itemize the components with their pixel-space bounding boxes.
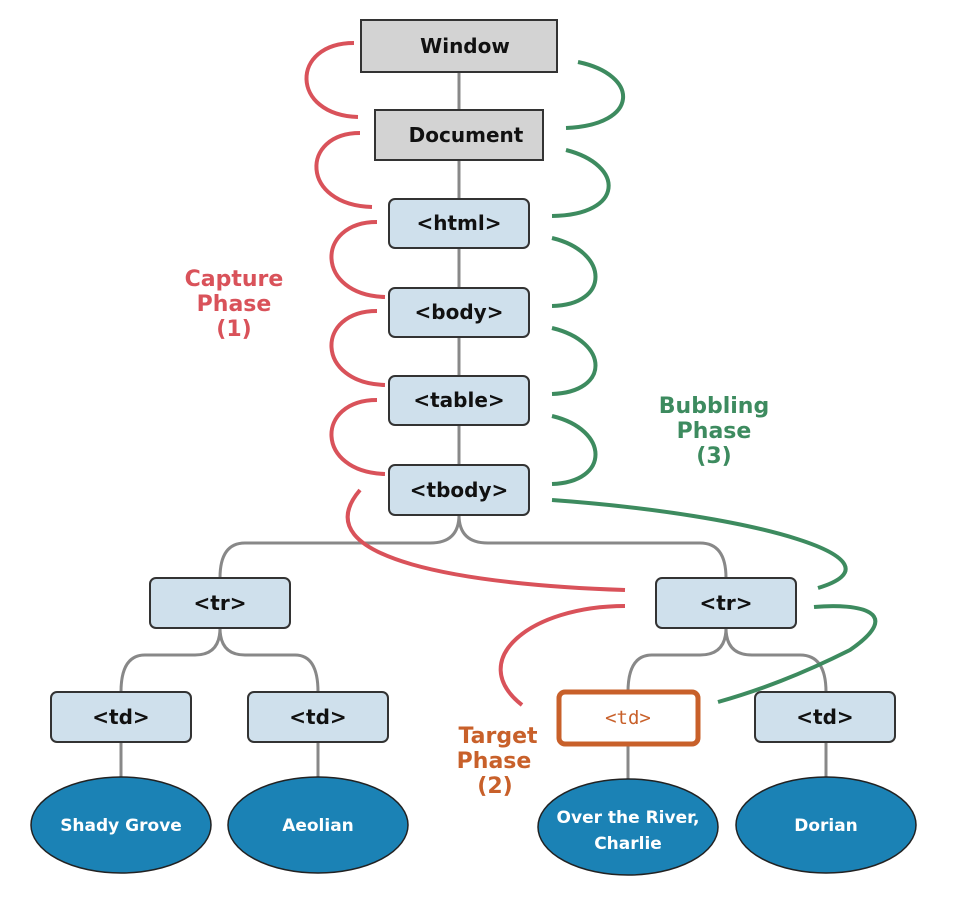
node-label: <table> xyxy=(413,388,504,412)
svg-text:Phase: Phase xyxy=(457,749,532,774)
node-td-1: <td> xyxy=(50,691,192,743)
node-label: <tr> xyxy=(700,591,753,615)
node-label: Document xyxy=(409,123,524,147)
node-document: Document xyxy=(374,109,544,161)
node-html: <html> xyxy=(388,198,530,249)
node-body: <body> xyxy=(388,287,530,338)
svg-text:Phase: Phase xyxy=(197,292,272,317)
leaf-label: Shady Grove xyxy=(60,816,182,836)
svg-text:Phase: Phase xyxy=(677,419,752,444)
node-label: <body> xyxy=(415,300,504,324)
capture-phase-label: Capture Phase (1) xyxy=(185,267,284,342)
node-label: <td> xyxy=(289,705,346,729)
node-window: Window xyxy=(360,19,558,73)
node-label: <tr> xyxy=(194,591,247,615)
svg-text:Target: Target xyxy=(458,724,538,749)
leaf-label: Aeolian xyxy=(282,816,354,836)
svg-text:(2): (2) xyxy=(477,774,512,799)
node-td-target: <td> xyxy=(556,689,701,747)
target-phase-label: Target Phase (2) xyxy=(457,724,538,799)
svg-text:Bubbling: Bubbling xyxy=(659,394,769,419)
leaf-label: Charlie xyxy=(594,834,662,854)
node-td-4: <td> xyxy=(754,691,896,743)
node-tr-left: <tr> xyxy=(149,577,291,629)
node-td-2: <td> xyxy=(247,691,389,743)
leaf-label: Dorian xyxy=(794,816,858,836)
node-label: <html> xyxy=(416,211,501,235)
node-table: <table> xyxy=(388,375,530,426)
tree-connectors xyxy=(119,72,828,779)
node-label: <td> xyxy=(605,707,651,729)
svg-text:(1): (1) xyxy=(216,317,251,342)
svg-text:Capture: Capture xyxy=(185,267,284,292)
node-label: <td> xyxy=(92,705,149,729)
svg-text:(3): (3) xyxy=(696,444,731,469)
node-label: <tbody> xyxy=(410,478,509,502)
leaf-dorian: Dorian xyxy=(735,776,917,874)
capture-arcs xyxy=(304,41,626,707)
bubbling-arcs xyxy=(551,60,878,704)
leaf-shady-grove: Shady Grove xyxy=(30,776,212,874)
node-tbody: <tbody> xyxy=(388,464,530,516)
bubbling-phase-label: Bubbling Phase (3) xyxy=(659,394,769,469)
node-label: Window xyxy=(420,34,510,58)
node-label: <td> xyxy=(796,705,853,729)
node-tr-right: <tr> xyxy=(655,577,797,629)
leaf-label: Over the River, xyxy=(557,808,700,828)
leaf-aeolian: Aeolian xyxy=(227,776,409,874)
leaf-over-the-river-charlie: Over the River, Charlie xyxy=(537,778,719,876)
